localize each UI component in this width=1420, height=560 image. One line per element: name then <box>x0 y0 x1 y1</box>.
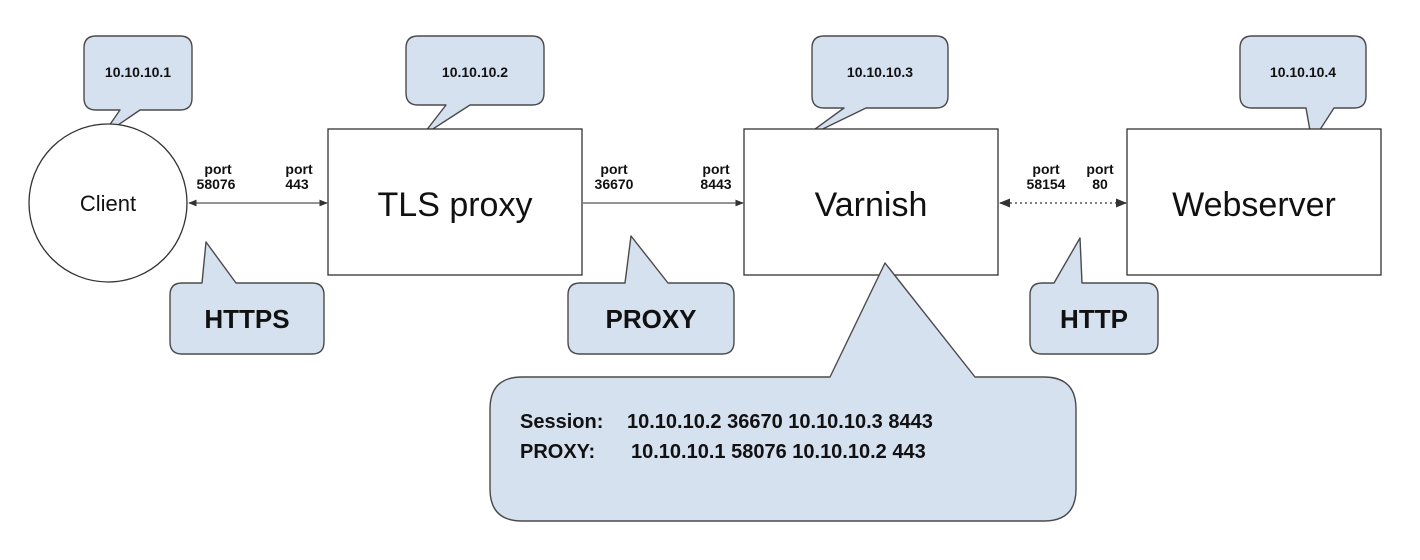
varnish-ip: 10.10.10.3 <box>847 64 913 80</box>
ip-callout-varnish: 10.10.10.3 <box>799 35 949 141</box>
client-node: Client <box>28 123 188 283</box>
webserver-node: Webserver <box>1126 128 1382 276</box>
svg-text:port: port <box>600 161 628 177</box>
protocol-https: HTTPS <box>204 304 289 334</box>
varnish-label: Varnish <box>815 186 928 224</box>
varnish-node: Varnish <box>743 128 999 276</box>
svg-text:443: 443 <box>285 176 309 192</box>
port-label-36670: port 36670 <box>595 161 634 192</box>
svg-text:port: port <box>702 161 730 177</box>
client-ip: 10.10.10.1 <box>105 64 171 80</box>
svg-text:8443: 8443 <box>700 176 731 192</box>
ip-callout-client: 10.10.10.1 <box>83 35 193 137</box>
proxy-line: PROXY: 10.10.10.1 58076 10.10.10.2 443 <box>520 441 926 463</box>
protocol-proxy: PROXY <box>605 304 696 334</box>
webserver-ip: 10.10.10.4 <box>1270 64 1336 80</box>
port-label-8443: port 8443 <box>700 161 731 192</box>
protocol-callout-proxy: PROXY <box>567 235 735 355</box>
protocol-http: HTTP <box>1060 304 1128 334</box>
client-label: Client <box>80 191 136 216</box>
proxy-label: PROXY: <box>520 441 595 463</box>
ip-callout-webserver: 10.10.10.4 <box>1239 35 1367 143</box>
port-label-58076: port 58076 <box>197 161 236 192</box>
svg-text:port: port <box>1086 161 1114 177</box>
protocol-callout-http: HTTP <box>1029 237 1159 355</box>
protocol-callout-https: HTTPS <box>169 241 325 355</box>
svg-text:36670: 36670 <box>595 176 634 192</box>
tls-proxy-label: TLS proxy <box>378 186 533 224</box>
session-value: 10.10.10.2 36670 10.10.10.3 8443 <box>627 411 933 433</box>
tls-proxy-node: TLS proxy <box>327 128 583 276</box>
svg-text:port: port <box>285 161 313 177</box>
ip-callout-tls-proxy: 10.10.10.2 <box>405 35 545 137</box>
proxy-value: 10.10.10.1 58076 10.10.10.2 443 <box>631 441 926 463</box>
session-info-callout: Session: 10.10.10.2 36670 10.10.10.3 844… <box>489 262 1077 522</box>
port-label-80: port 80 <box>1086 161 1114 192</box>
svg-text:port: port <box>204 161 232 177</box>
port-label-58154: port 58154 <box>1027 161 1066 192</box>
session-line: Session: 10.10.10.2 36670 10.10.10.3 844… <box>520 411 933 433</box>
svg-text:port: port <box>1032 161 1060 177</box>
session-label: Session: <box>520 411 603 433</box>
port-label-443: port 443 <box>285 161 313 192</box>
svg-text:80: 80 <box>1092 176 1108 192</box>
tls-proxy-ip: 10.10.10.2 <box>442 64 508 80</box>
svg-text:58154: 58154 <box>1027 176 1066 192</box>
webserver-label: Webserver <box>1172 186 1336 224</box>
svg-text:58076: 58076 <box>197 176 236 192</box>
